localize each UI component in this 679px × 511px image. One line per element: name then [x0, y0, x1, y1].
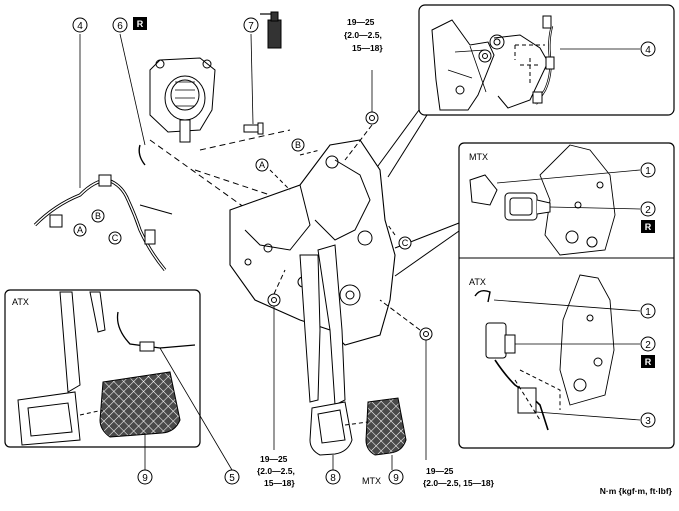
svg-text:B: B: [95, 211, 101, 221]
svg-text:2: 2: [645, 205, 651, 216]
label-mtx-inset: MTX: [469, 152, 488, 162]
svg-text:C: C: [112, 233, 119, 243]
pedal-bracket-assembly: [229, 70, 433, 470]
marker-a-bracket: A: [255, 158, 269, 172]
label-mtx-bottom: MTX: [362, 476, 381, 486]
torque-top-line1: 19—25: [347, 17, 375, 27]
marker-b-cable: B: [91, 209, 105, 223]
torque-bl-line2: {2.0—2.5,: [257, 466, 295, 476]
reuse-mark-6: R: [133, 17, 147, 30]
marker-c-cable: C: [108, 231, 122, 245]
svg-text:4: 4: [645, 45, 651, 56]
svg-text:R: R: [645, 357, 652, 367]
marker-c-bracket: C: [398, 236, 412, 250]
label-atx-left: ATX: [12, 297, 29, 307]
svg-text:1: 1: [645, 166, 651, 177]
callout-6: 6: [112, 17, 128, 33]
callout-8: 8: [325, 469, 341, 485]
marker-a-cable: A: [73, 223, 87, 237]
svg-text:3: 3: [645, 416, 651, 427]
svg-text:R: R: [645, 222, 652, 232]
label-atx-inset: ATX: [469, 277, 486, 287]
svg-text:2: 2: [645, 340, 651, 351]
callout-2-mtx: 2: [640, 201, 656, 217]
callout-5: 5: [224, 469, 240, 485]
callout-4-inset: 4: [640, 41, 656, 57]
svg-text:A: A: [259, 160, 265, 170]
torque-br-line2: {2.0—2.5, 15—18}: [423, 478, 495, 488]
inset-top-right: [374, 4, 675, 178]
torque-bl-line3: 15—18}: [264, 478, 295, 488]
callout-9-atx: 9: [137, 469, 153, 485]
callout-7: 7: [243, 17, 259, 33]
callout-3-atx: 3: [640, 412, 656, 428]
callout-4-top-left: 4: [72, 17, 88, 33]
svg-text:A: A: [77, 225, 83, 235]
torque-top-line2: {2.0—2.5,: [344, 30, 382, 40]
callout-9-mtx: 9: [388, 469, 404, 485]
torque-top-line3: 15—18}: [352, 43, 383, 53]
callout-1-mtx: 1: [640, 162, 656, 178]
actuator-assembly: [119, 11, 291, 216]
brake-cable-assembly: [33, 34, 173, 272]
svg-text:9: 9: [142, 473, 148, 484]
torque-bl-line1: 19—25: [260, 454, 288, 464]
marker-b-bracket: B: [291, 138, 305, 152]
svg-text:8: 8: [330, 473, 336, 484]
inset-atx-pedal: [4, 289, 233, 471]
svg-text:4: 4: [77, 21, 83, 32]
svg-text:B: B: [295, 140, 301, 150]
units-label: N·m {kgf·m, ft·lbf}: [600, 486, 673, 496]
callout-1-atx: 1: [640, 303, 656, 319]
svg-text:5: 5: [229, 473, 235, 484]
torque-br-line1: 19—25: [426, 466, 454, 476]
callout-2-atx: 2: [640, 336, 656, 352]
svg-text:7: 7: [248, 21, 254, 32]
reuse-mark-mtx: R: [641, 220, 655, 233]
reuse-mark-atx: R: [641, 355, 655, 368]
svg-text:C: C: [402, 238, 409, 248]
svg-text:9: 9: [393, 473, 399, 484]
svg-text:1: 1: [645, 307, 651, 318]
svg-text:6: 6: [117, 21, 123, 32]
svg-text:R: R: [137, 19, 144, 29]
inset-switch-detail: [394, 142, 675, 449]
